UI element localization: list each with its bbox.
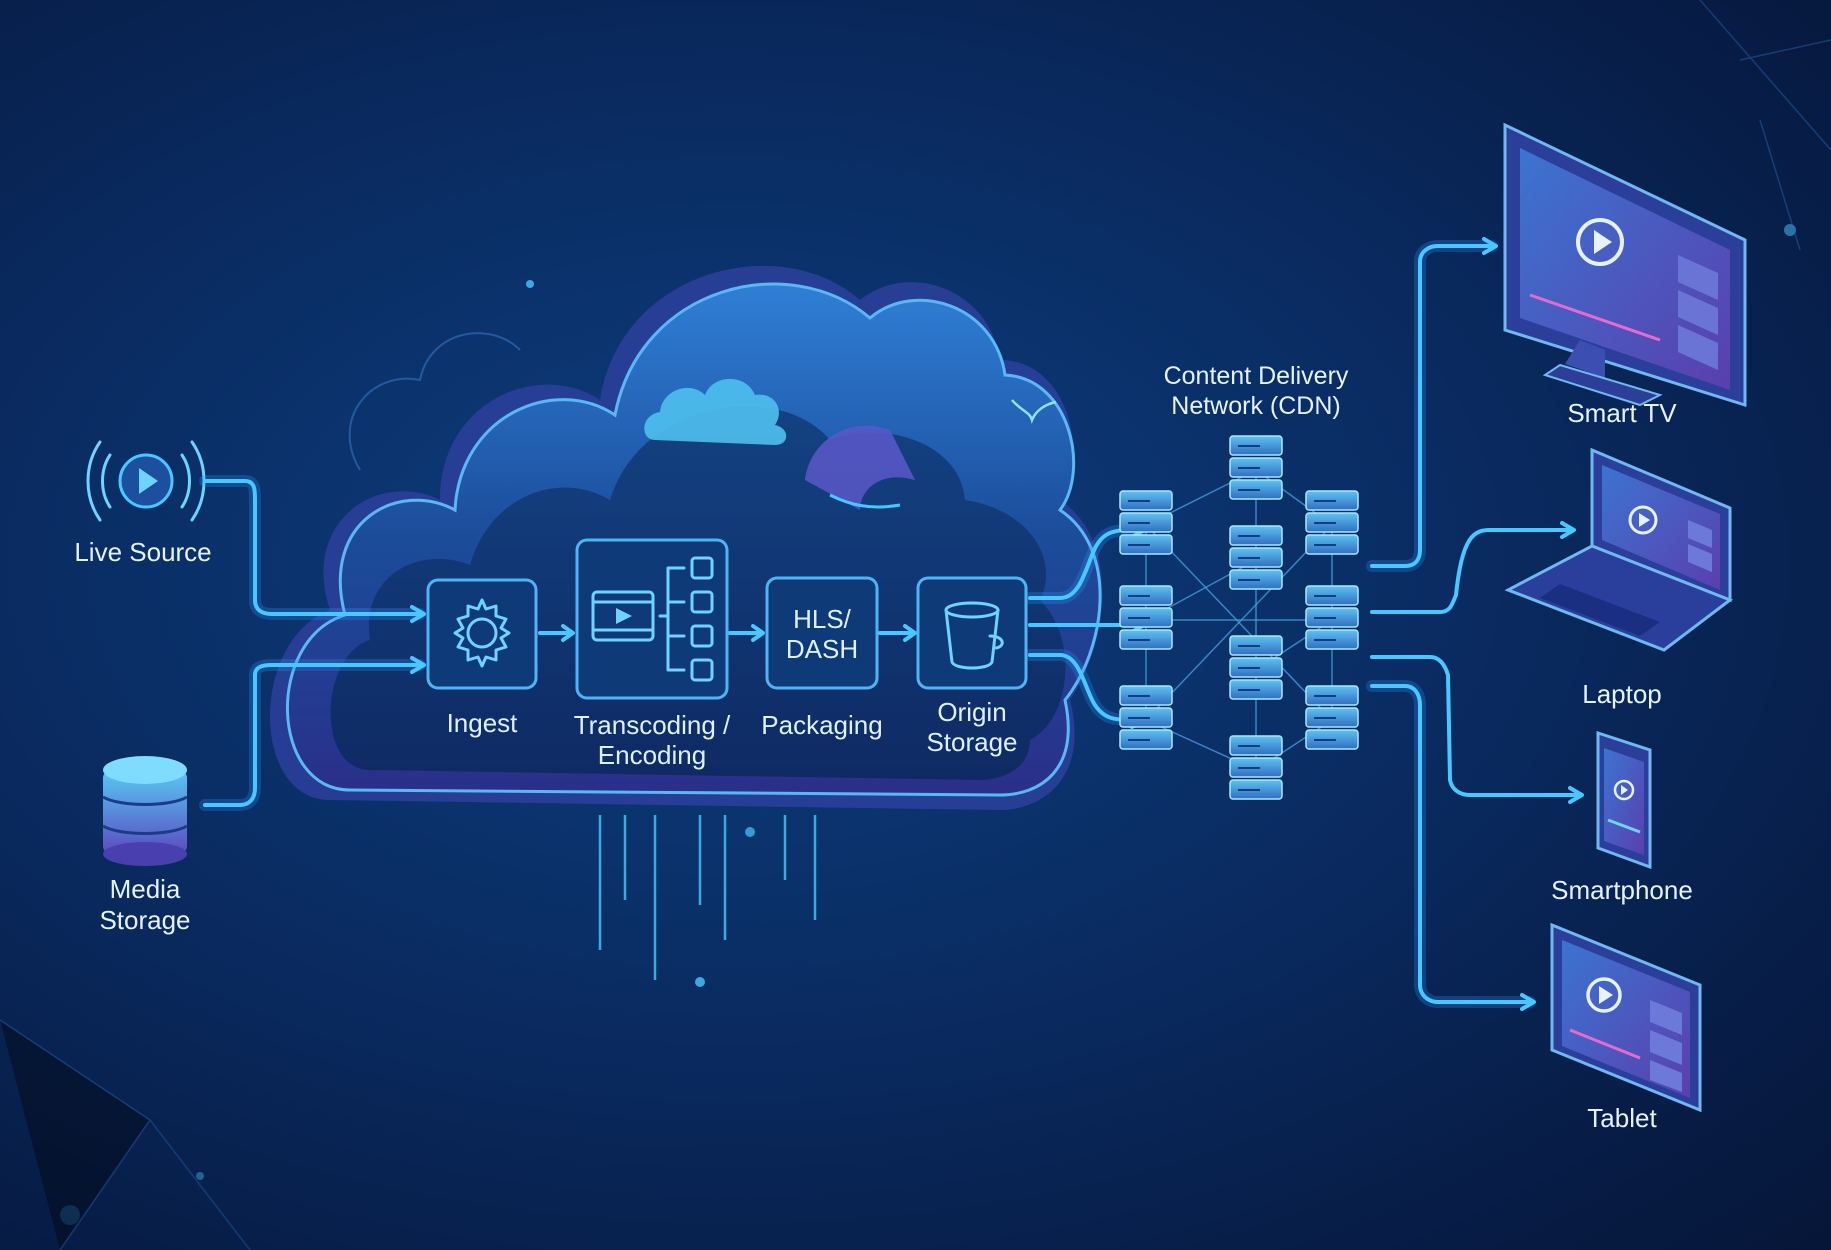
smartphone-icon [1596, 730, 1652, 870]
cdn-mesh [1145, 469, 1333, 771]
cdn-server-icon [1305, 490, 1359, 555]
packaging-box-line-2: DASH [786, 634, 858, 664]
live-source-label: Live Source [74, 537, 211, 567]
origin-storage-label-1: Origin [937, 697, 1006, 727]
flow-lines [199, 237, 1584, 1011]
cdn-server-icon [1305, 685, 1359, 750]
cdn-server-icon [1119, 490, 1173, 555]
broadcast-icon [86, 440, 206, 522]
packaging-label: Packaging [761, 710, 882, 740]
laptop-label: Laptop [1582, 679, 1662, 709]
tv-icon [1503, 122, 1747, 408]
cdn-server-icon [1229, 735, 1283, 800]
cdn-servers [1119, 435, 1359, 800]
transcoding-label-2: Encoding [598, 740, 706, 770]
database-icon [102, 756, 188, 866]
cloud-data-streams [598, 815, 817, 980]
cdn-server-icon [1119, 685, 1173, 750]
cdn-label-2: Network (CDN) [1171, 392, 1340, 420]
laptop-icon [1504, 447, 1734, 652]
tablet-label: Tablet [1587, 1103, 1657, 1133]
device-smartphone: Smartphone [1551, 730, 1693, 905]
pipeline-step-ingest: Ingest [426, 578, 538, 738]
cdn-server-icon [1119, 585, 1173, 650]
media-storage: Media Storage [99, 756, 191, 935]
cdn: Content Delivery Network (CDN) [1119, 362, 1359, 800]
media-storage-label-1: Media [110, 874, 181, 904]
small-cloud-icon [644, 378, 787, 445]
origin-storage-label-2: Storage [926, 727, 1017, 757]
smartphone-label: Smartphone [1551, 875, 1693, 905]
transcoding-label-1: Transcoding / [574, 710, 731, 740]
cdn-label-1: Content Delivery [1164, 362, 1349, 390]
tablet-icon [1550, 922, 1702, 1113]
cdn-server-icon [1229, 435, 1283, 500]
packaging-box-line-1: HLS/ [793, 604, 852, 634]
ingest-label: Ingest [447, 708, 519, 738]
gear-icon [453, 598, 511, 668]
live-source: Live Source [74, 440, 212, 567]
cdn-server-icon [1305, 585, 1359, 650]
device-tablet: Tablet [1550, 922, 1702, 1133]
cdn-server-icon [1229, 635, 1283, 700]
cdn-server-icon [1229, 525, 1283, 590]
pipeline-step-packaging: HLS/ DASH Packaging [761, 576, 883, 740]
bucket-icon [944, 601, 1004, 670]
device-laptop: Laptop [1504, 447, 1734, 709]
film-branch-icon [591, 556, 714, 682]
media-storage-label-2: Storage [99, 905, 190, 935]
device-smart-tv: Smart TV [1503, 122, 1747, 428]
pipeline-step-transcoding: Transcoding / Encoding [574, 538, 731, 770]
smart-tv-label: Smart TV [1567, 398, 1677, 428]
pipeline-step-origin-storage: Origin Storage [916, 576, 1028, 757]
